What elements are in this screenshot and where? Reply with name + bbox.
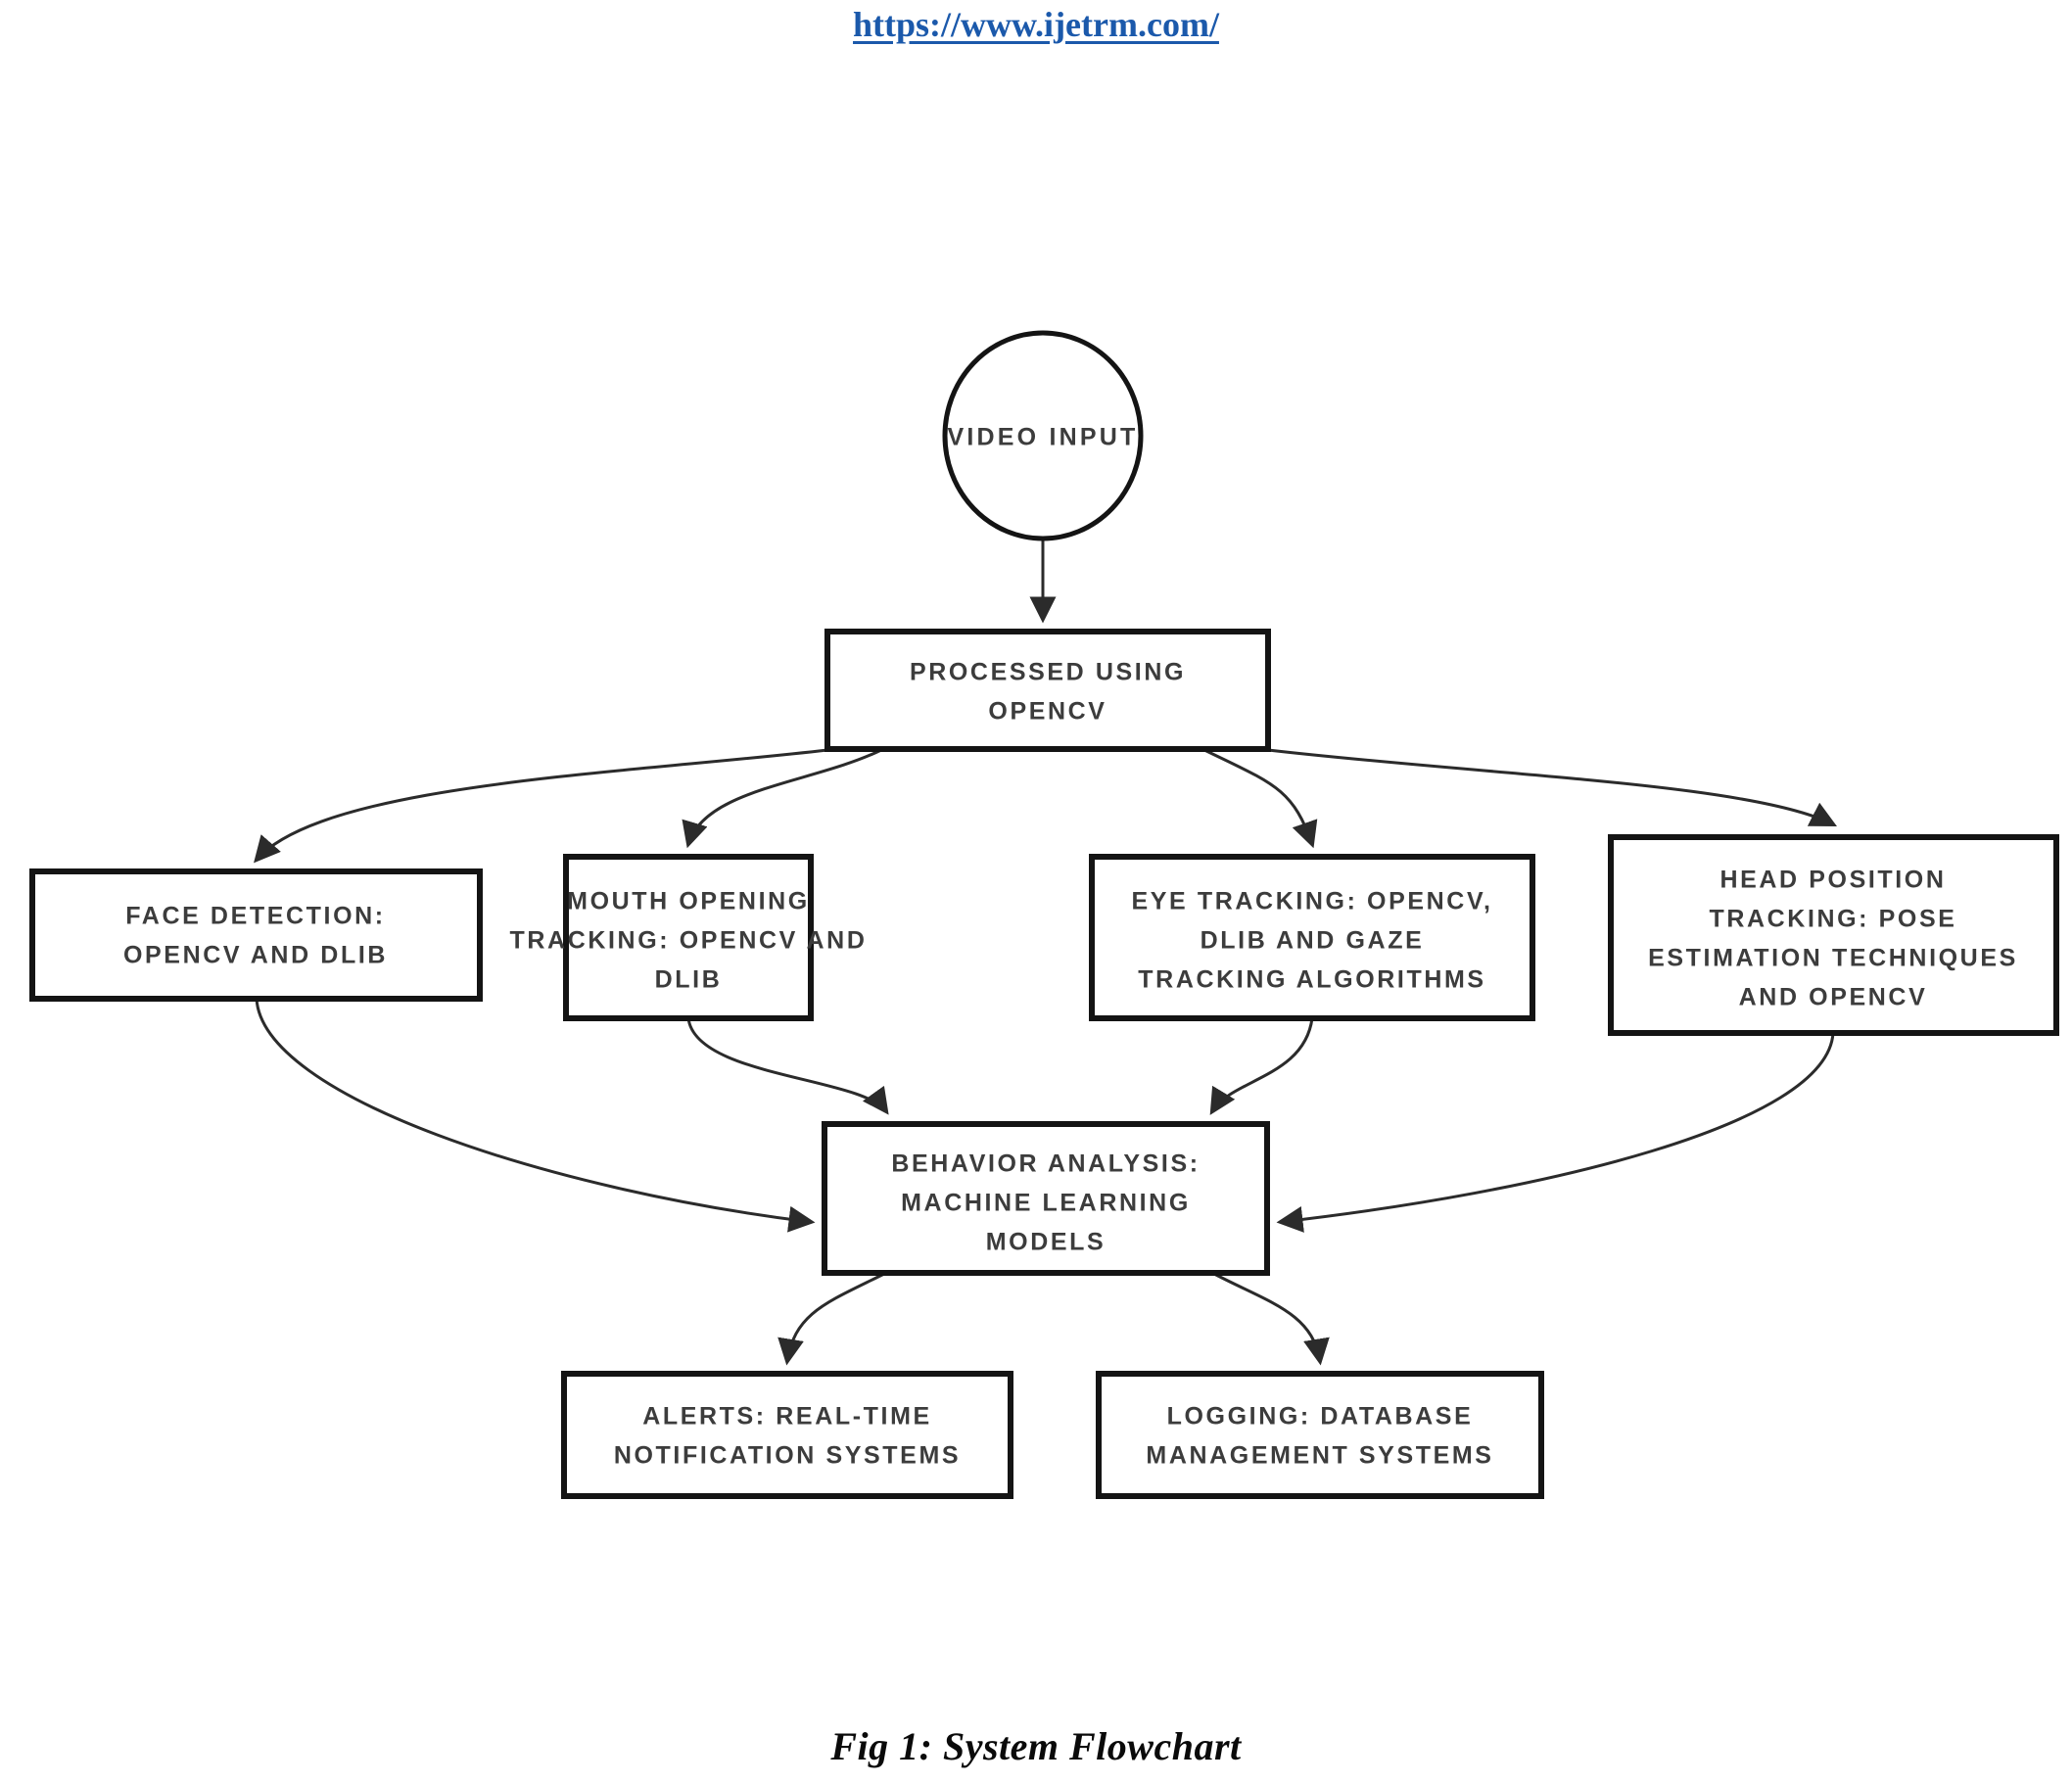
head-position-label-line-1: HEAD POSITION	[1719, 867, 1946, 894]
page-header: https://www.ijetrm.com/	[0, 0, 2072, 59]
edge-processed-to-face-detection	[254, 748, 828, 864]
edge-processed-to-mouth-opening	[682, 748, 882, 849]
head-position-label-line-2: TRACKING: POSE	[1709, 906, 1956, 933]
mouth-opening-label-line-1: MOUTH OPENING	[567, 888, 810, 915]
logging-label-line-2: MANAGEMENT SYSTEMS	[1146, 1442, 1493, 1470]
node-eye-tracking[interactable]: EYE TRACKING: OPENCV, DLIB AND GAZE TRAC…	[1089, 854, 1535, 1021]
figure-caption-wrap: Fig 1: System Flowchart	[0, 1723, 2072, 1769]
figure-caption: Fig 1: System Flowchart	[830, 1724, 1242, 1768]
node-video-input[interactable]: VIDEO INPUT	[942, 330, 1144, 541]
node-mouth-opening-tracking[interactable]: MOUTH OPENING TRACKING: OPENCV AND DLIB	[510, 854, 868, 1021]
behavior-analysis-label-line-2: MACHINE LEARNING	[901, 1190, 1191, 1217]
head-position-label-line-3: ESTIMATION TECHNIQUES	[1648, 945, 2018, 972]
edge-behavior-to-alerts	[777, 1271, 887, 1366]
mouth-opening-box	[563, 854, 814, 1021]
edge-mouth-opening-to-behavior	[686, 1017, 889, 1115]
head-position-box	[1608, 834, 2059, 1036]
alerts-label-line-1: ALERTS: REAL-TIME	[642, 1403, 932, 1431]
edge-processed-to-head-position	[1267, 748, 1838, 827]
eye-tracking-box	[1089, 854, 1535, 1021]
edge-layer	[254, 539, 1838, 1366]
node-processed-opencv[interactable]: PROCESSED USING OPENCV	[824, 629, 1271, 752]
face-detection-box	[29, 868, 483, 1002]
behavior-analysis-label-line-3: MODELS	[986, 1229, 1107, 1256]
logging-label-line-1: LOGGING: DATABASE	[1167, 1403, 1474, 1431]
processed-opencv-label-line-1: PROCESSED USING	[910, 659, 1186, 686]
behavior-analysis-label-line-1: BEHAVIOR ANALYSIS:	[891, 1150, 1200, 1178]
node-face-detection[interactable]: FACE DETECTION: OPENCV AND DLIB	[29, 868, 483, 1002]
edge-behavior-to-logging	[1211, 1271, 1330, 1366]
eye-tracking-label-line-2: DLIB AND GAZE	[1201, 927, 1425, 955]
alerts-box	[561, 1371, 1013, 1499]
logging-box	[1096, 1371, 1544, 1499]
edge-face-detection-to-behavior	[255, 998, 816, 1233]
node-head-position-tracking[interactable]: HEAD POSITION TRACKING: POSE ESTIMATION …	[1608, 834, 2059, 1036]
journal-url-link[interactable]: https://www.ijetrm.com/	[853, 5, 1219, 44]
face-detection-label-line-2: OPENCV AND DLIB	[123, 942, 388, 969]
video-input-ellipse	[942, 330, 1144, 541]
node-alerts[interactable]: ALERTS: REAL-TIME NOTIFICATION SYSTEMS	[561, 1371, 1013, 1499]
head-position-label-line-4: AND OPENCV	[1739, 984, 1928, 1011]
video-input-label: VIDEO INPUT	[948, 424, 1139, 451]
node-logging[interactable]: LOGGING: DATABASE MANAGEMENT SYSTEMS	[1096, 1371, 1544, 1499]
eye-tracking-label-line-3: TRACKING ALGORITHMS	[1138, 966, 1485, 994]
processed-opencv-box	[824, 629, 1271, 752]
mouth-opening-label-line-3: DLIB	[655, 966, 723, 994]
edge-processed-to-eye-tracking	[1203, 748, 1318, 849]
face-detection-label-line-1: FACE DETECTION:	[125, 903, 385, 930]
eye-tracking-label-line-1: EYE TRACKING: OPENCV,	[1131, 888, 1492, 915]
alerts-label-line-2: NOTIFICATION SYSTEMS	[614, 1442, 961, 1470]
edge-head-position-to-behavior	[1276, 1032, 1835, 1233]
behavior-analysis-box	[822, 1121, 1270, 1276]
edge-eye-tracking-to-behavior	[1209, 1017, 1314, 1115]
node-behavior-analysis[interactable]: BEHAVIOR ANALYSIS: MACHINE LEARNING MODE…	[822, 1121, 1270, 1276]
mouth-opening-label-line-2: TRACKING: OPENCV AND	[510, 927, 868, 955]
processed-opencv-label-line-2: OPENCV	[988, 698, 1107, 726]
